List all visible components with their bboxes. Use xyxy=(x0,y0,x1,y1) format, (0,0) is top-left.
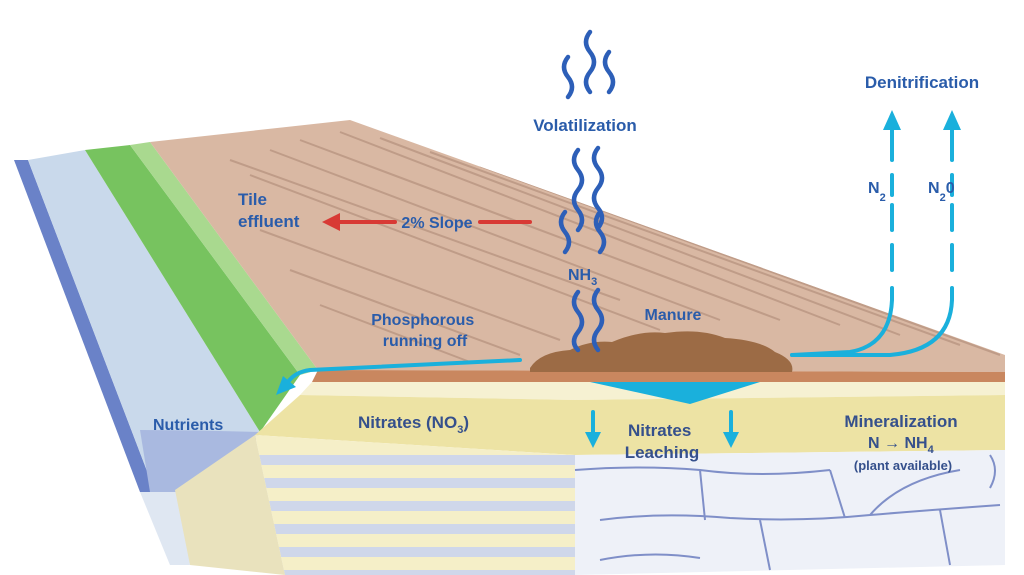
leaching-wedge xyxy=(590,382,760,404)
field-top xyxy=(150,120,1005,372)
nitrates-leaching-label: Nitrates Leaching xyxy=(625,421,700,462)
denitrification-label: Denitrification xyxy=(865,73,979,92)
volatilization-waves xyxy=(558,29,616,353)
grass-strip-dark xyxy=(85,145,300,432)
manure-pile xyxy=(530,331,793,372)
nitrates-label: Nitrates (NO3) xyxy=(358,413,469,436)
denitrification-arrows xyxy=(790,110,961,357)
soil-left-edge xyxy=(175,435,285,575)
mineralization-label: Mineralization xyxy=(844,412,957,431)
bedrock xyxy=(574,450,1005,575)
field-surface xyxy=(150,120,1005,382)
leaching-arrows xyxy=(585,410,739,448)
bedrock-cracks xyxy=(574,454,1001,571)
water-curve xyxy=(140,430,260,492)
phosphorous-label: Phosphorous running off xyxy=(371,312,479,350)
bedrock-block xyxy=(575,450,1005,575)
tile-effluent-label: Tile effluent xyxy=(238,190,300,231)
nutrients-label: Nutrients xyxy=(153,417,223,434)
water-channel xyxy=(14,150,260,565)
slope-arrow xyxy=(322,213,532,231)
nh3-label: NH3 xyxy=(568,267,597,288)
volatilization-label: Volatilization xyxy=(533,116,637,135)
plant-available-label: (plant available) xyxy=(854,458,952,473)
grass-strip-light xyxy=(130,142,318,375)
field-edge xyxy=(312,370,1005,382)
soil-yellow-layer xyxy=(255,395,1005,455)
water-channel-side xyxy=(14,160,155,492)
slope-label: 2% Slope xyxy=(401,215,472,232)
soil-stripes xyxy=(255,455,575,575)
phosphorous-runoff-arrow xyxy=(276,358,522,395)
water-channel-front xyxy=(140,492,190,565)
n2o-label: N20 xyxy=(928,180,955,204)
water-channel-surface xyxy=(28,150,260,492)
manure-label: Manure xyxy=(645,307,702,324)
grass-buffer xyxy=(85,142,318,432)
mineralization-formula: N → NH4 xyxy=(868,435,935,456)
n2-label: N2 xyxy=(868,180,886,204)
